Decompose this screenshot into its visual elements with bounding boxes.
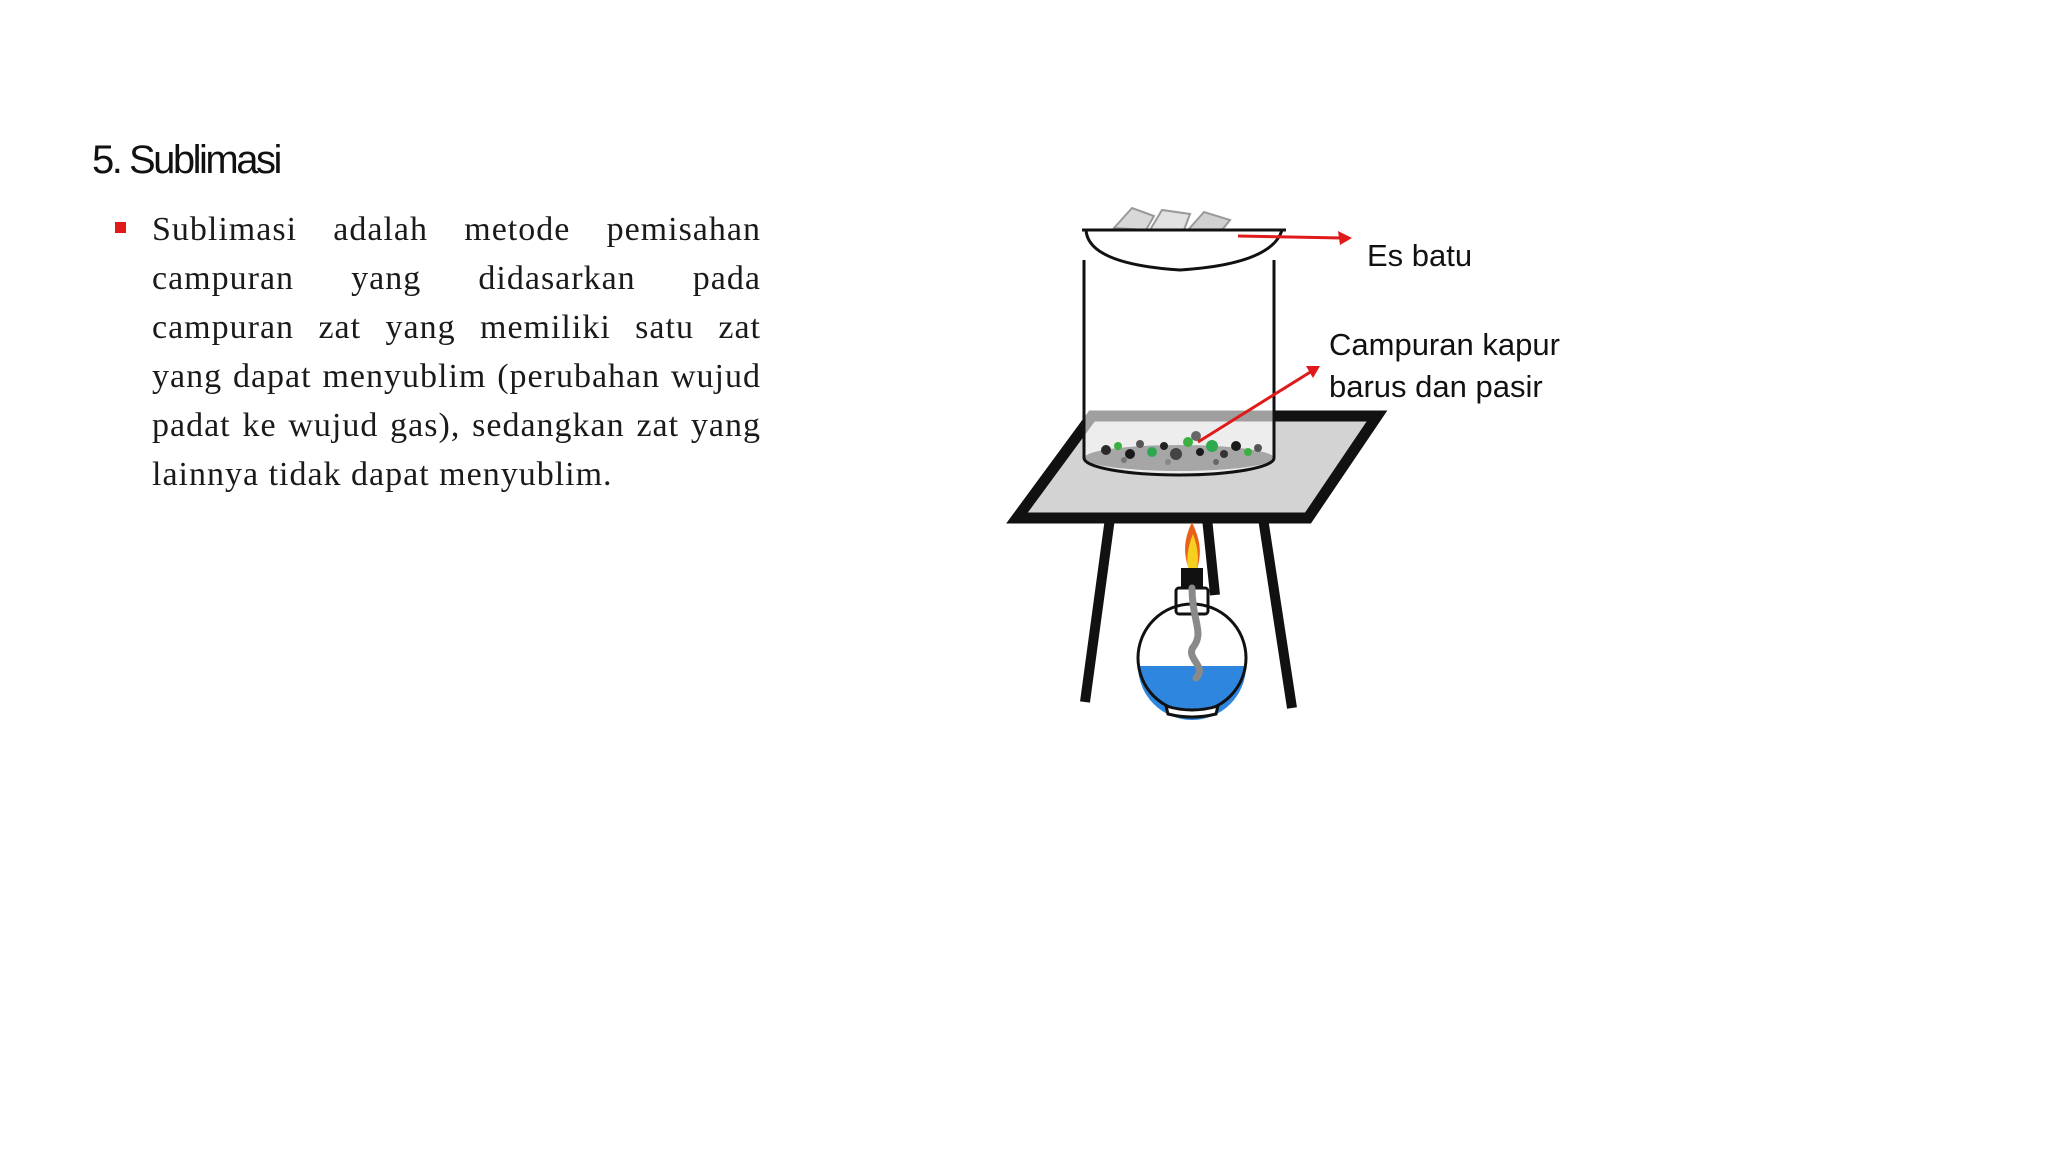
mixture-camphor-sand [1101,431,1262,465]
flame-inner [1187,534,1198,572]
lamp-wick [1188,584,1203,682]
ice-cube [1111,206,1156,232]
sublimation-apparatus-illustration: Es batu Campuran kapur barus dan pasir [1006,206,1560,720]
sublimation-diagram: Es batu Campuran kapur barus dan pasir [990,200,1610,730]
tripod-leg-left [1080,517,1115,703]
tripod-leg-middle [1202,517,1220,596]
ice-cube [1185,210,1232,231]
bullet-text: Sublimasi adalah metode pemisahan campur… [152,211,761,493]
ice-cube [1148,208,1192,231]
label-ice: Es batu [1367,238,1472,273]
label-mixture-line2: barus dan pasir [1329,369,1543,404]
beaker-wall [1082,260,1276,477]
bullet-item: Sublimasi adalah metode pemisahan campur… [115,205,761,499]
lamp-base [1163,703,1221,719]
lamp-wick-holder [1181,568,1203,590]
arrow-ice-head [1338,231,1352,245]
tripod-leg-right [1258,517,1297,709]
arrow-mixture-line [1197,369,1313,444]
slide-title: 5. Sublimasi [92,138,282,182]
arrow-mixture-head [1306,366,1320,378]
evaporating-dish [1084,228,1285,272]
label-mixture-line1: Campuran kapur [1329,327,1560,362]
bullet-marker [115,222,126,233]
arrow-ice-line [1237,234,1343,240]
